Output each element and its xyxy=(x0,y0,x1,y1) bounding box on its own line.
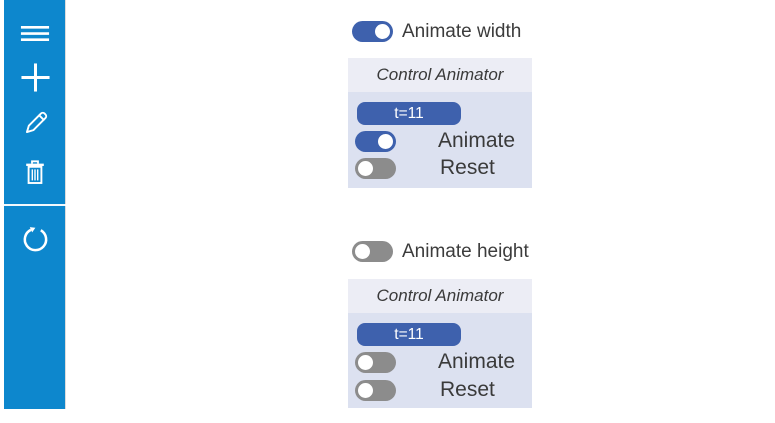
toggle-knob xyxy=(355,244,370,259)
delete-icon xyxy=(23,159,47,186)
panel-body: t=11 Animate Reset xyxy=(348,313,532,408)
toggle-knob xyxy=(375,24,390,39)
toggle-knob xyxy=(358,355,373,370)
reset-icon xyxy=(20,223,51,254)
time-badge[interactable]: t=11 xyxy=(357,102,461,125)
animate-height-toggle[interactable] xyxy=(352,241,393,262)
reset-label: Reset xyxy=(440,378,495,401)
sidebar-divider xyxy=(4,204,66,206)
edit-button[interactable] xyxy=(4,103,66,143)
sidebar xyxy=(4,0,66,409)
add-button[interactable] xyxy=(4,57,66,97)
animate-label: Animate xyxy=(438,350,516,373)
animate-height-row: Animate height xyxy=(352,241,529,262)
animate-control-row: Animate xyxy=(348,350,532,373)
panel-title: Control Animator xyxy=(348,279,532,313)
reset-toggle[interactable] xyxy=(355,380,396,401)
delete-button[interactable] xyxy=(4,152,66,192)
edit-icon xyxy=(22,110,49,137)
animate-control-row: Animate xyxy=(348,129,532,152)
reset-toggle[interactable] xyxy=(355,158,396,179)
menu-button[interactable] xyxy=(4,13,66,53)
time-badge[interactable]: t=11 xyxy=(357,323,461,346)
toggle-knob xyxy=(378,134,393,149)
add-icon xyxy=(20,62,51,93)
toggle-knob xyxy=(358,383,373,398)
reset-button[interactable] xyxy=(4,218,66,258)
animate-width-row: Animate width xyxy=(352,21,521,42)
menu-icon xyxy=(20,25,50,42)
toggle-knob xyxy=(358,161,373,176)
reset-control-row: Reset xyxy=(348,156,532,179)
animate-height-label: Animate height xyxy=(402,241,529,262)
animate-width-toggle[interactable] xyxy=(352,21,393,42)
animate-toggle[interactable] xyxy=(355,131,396,152)
control-animator-panel-2: Control Animator t=11 Animate Reset xyxy=(348,279,532,408)
control-animator-panel-1: Control Animator t=11 Animate Reset xyxy=(348,58,532,188)
panel-title: Control Animator xyxy=(348,58,532,92)
panel-body: t=11 Animate Reset xyxy=(348,92,532,188)
reset-label: Reset xyxy=(440,156,495,179)
animate-toggle[interactable] xyxy=(355,352,396,373)
animate-width-label: Animate width xyxy=(402,21,522,42)
animate-label: Animate xyxy=(438,129,516,152)
reset-control-row: Reset xyxy=(348,378,532,401)
